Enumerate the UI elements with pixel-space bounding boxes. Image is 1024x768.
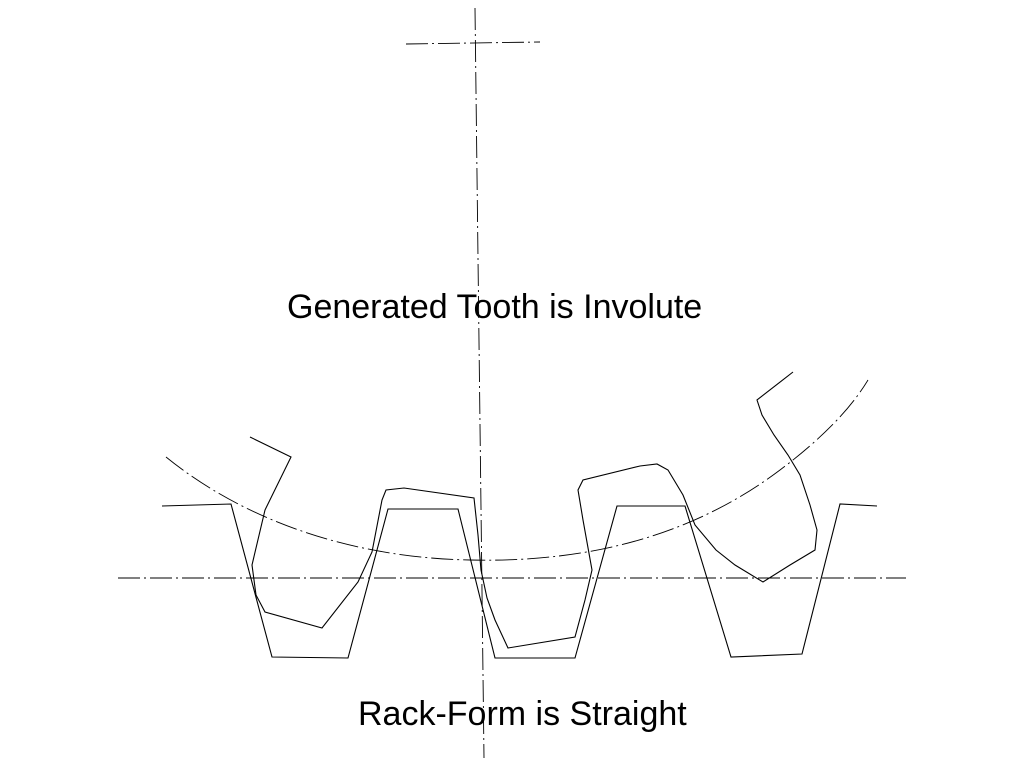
involute-tooth-profile [249,371,818,649]
involute-caption: Generated Tooth is Involute [287,288,703,326]
gear-center-mark [405,41,541,45]
rack-caption: Rack-Form is Straight [358,695,687,733]
pitch-circle-arc [165,379,869,561]
vertical-center-line [474,7,485,759]
rack-profile [161,503,878,659]
